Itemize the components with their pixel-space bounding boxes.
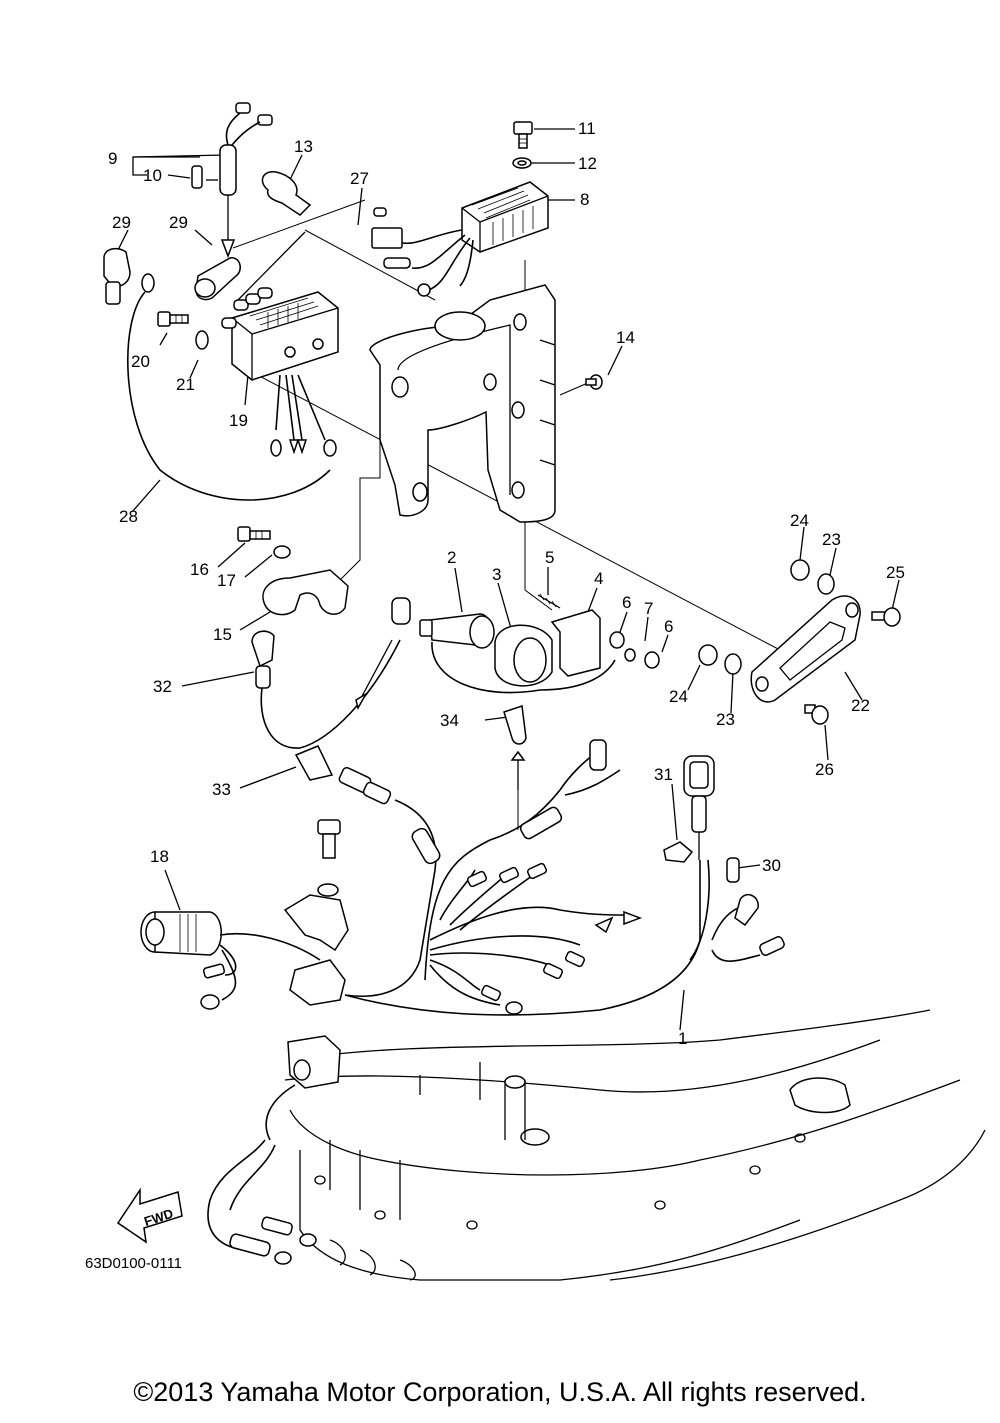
callout-6a: 6 bbox=[622, 593, 631, 612]
reference-lines bbox=[232, 199, 781, 830]
callout-4: 4 bbox=[594, 569, 603, 588]
bolt-part-25 bbox=[871, 607, 901, 627]
callout-2: 2 bbox=[447, 548, 456, 567]
callout-17: 17 bbox=[217, 571, 236, 590]
washer-part-21 bbox=[195, 330, 209, 350]
bottom-cowling-part bbox=[284, 1009, 986, 1281]
holder-part-4 bbox=[550, 609, 601, 677]
callout-23b: 23 bbox=[716, 710, 735, 729]
callout-27: 27 bbox=[350, 169, 369, 188]
bolt-part-26 bbox=[804, 704, 829, 725]
callout-13: 13 bbox=[294, 137, 313, 156]
grommet-part-cowling bbox=[265, 1035, 341, 1141]
wire-lead-part bbox=[191, 102, 273, 259]
washer-part-17 bbox=[273, 545, 291, 559]
bolt-clamp-parts bbox=[283, 819, 349, 1006]
rectifier-regulator-part bbox=[371, 181, 549, 297]
grommet-parts bbox=[698, 559, 835, 675]
boot-part-right bbox=[194, 257, 241, 301]
cap-part-30 bbox=[726, 857, 740, 883]
bolt-part-16 bbox=[237, 526, 271, 542]
screw-part-14 bbox=[585, 374, 603, 390]
bolt-part bbox=[513, 121, 533, 149]
callout-21: 21 bbox=[176, 375, 195, 394]
callout-33: 33 bbox=[212, 780, 231, 799]
callout-29b: 29 bbox=[169, 213, 188, 232]
callout-1: 1 bbox=[678, 1029, 687, 1048]
callout-7: 7 bbox=[644, 599, 653, 618]
nut-washer-parts-6-7 bbox=[431, 631, 660, 694]
cap-part-32 bbox=[251, 597, 411, 749]
callout-22: 22 bbox=[851, 696, 870, 715]
callout-29a: 29 bbox=[112, 213, 131, 232]
callout-26: 26 bbox=[815, 760, 834, 779]
callout-9: 9 bbox=[108, 149, 117, 168]
callout-24b: 24 bbox=[669, 687, 688, 706]
callout-15: 15 bbox=[213, 625, 232, 644]
boot-part-left bbox=[103, 247, 131, 305]
stud-part-5 bbox=[537, 593, 561, 609]
callout-5: 5 bbox=[545, 548, 554, 567]
callout-3: 3 bbox=[492, 565, 501, 584]
copyright-notice: ©2013 Yamaha Motor Corporation, U.S.A. A… bbox=[133, 1377, 867, 1407]
bracket-part-22 bbox=[750, 595, 861, 703]
callout-25: 25 bbox=[886, 563, 905, 582]
callout-numbers: 1 2 3 4 5 6 6 7 8 9 10 11 12 13 14 15 16… bbox=[108, 119, 905, 1048]
callout-28: 28 bbox=[119, 507, 138, 526]
callout-31: 31 bbox=[654, 765, 673, 784]
bolt-part-20 bbox=[157, 311, 189, 327]
callout-12: 12 bbox=[578, 154, 597, 173]
callout-10: 10 bbox=[143, 166, 162, 185]
sensor-part-2 bbox=[419, 613, 495, 649]
callout-6b: 6 bbox=[664, 617, 673, 636]
cap-part-34 bbox=[503, 704, 527, 790]
callout-11: 11 bbox=[578, 119, 596, 138]
callout-16: 16 bbox=[190, 560, 209, 579]
callout-30: 30 bbox=[762, 856, 781, 875]
callout-18: 18 bbox=[150, 847, 169, 866]
callout-32: 32 bbox=[153, 677, 172, 696]
connector-part-33 bbox=[294, 745, 392, 805]
clamp-part-15 bbox=[262, 569, 349, 616]
cover-part-3 bbox=[494, 624, 553, 687]
clip-part-31 bbox=[663, 841, 694, 863]
callout-20: 20 bbox=[131, 352, 150, 371]
battery-cable-part bbox=[207, 1139, 317, 1265]
callout-19: 19 bbox=[229, 411, 248, 430]
leader-lines bbox=[117, 128, 900, 1031]
callout-24a: 24 bbox=[790, 511, 809, 530]
callout-23a: 23 bbox=[822, 530, 841, 549]
terminal-part bbox=[127, 273, 331, 501]
callout-8: 8 bbox=[580, 190, 589, 209]
diagram-code: 63D0100-0111 bbox=[85, 1255, 182, 1272]
mount-bracket-part bbox=[369, 284, 556, 523]
clamp-part bbox=[261, 171, 312, 216]
fuse-holder-part bbox=[683, 755, 785, 962]
callout-34: 34 bbox=[440, 711, 459, 730]
wire-harness-part bbox=[344, 739, 710, 1016]
cdi-unit-part bbox=[221, 231, 339, 457]
callout-14: 14 bbox=[616, 328, 635, 347]
washer-part bbox=[512, 157, 532, 169]
fwd-arrow-icon: FWD bbox=[116, 1187, 183, 1244]
switch-part-18 bbox=[140, 911, 321, 1010]
